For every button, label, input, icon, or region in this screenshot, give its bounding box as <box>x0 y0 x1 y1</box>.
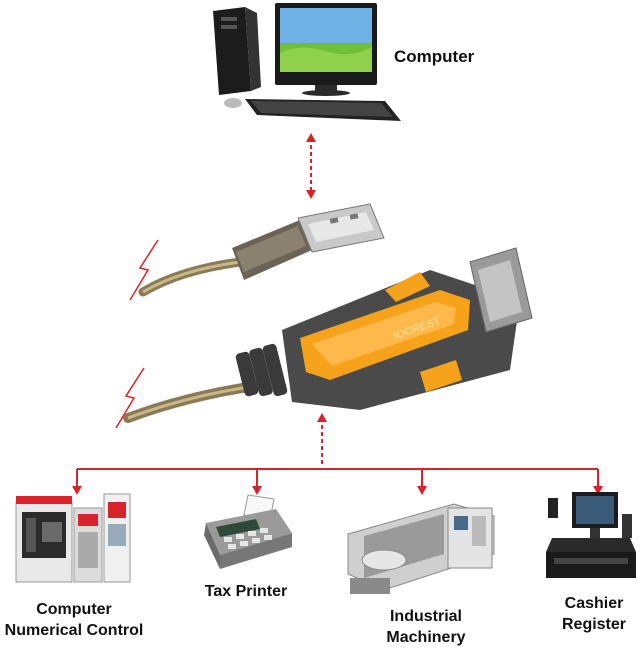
adapter-link-arrow <box>317 413 327 466</box>
device-drop-arrows <box>72 469 603 495</box>
device-label-tax-printer: Tax Printer <box>204 583 288 600</box>
device-label-cnc: Computer Numerical Control <box>4 601 144 639</box>
cashier-register-illustration <box>542 488 638 584</box>
cable-break-marks <box>115 239 159 429</box>
cnc-machine-illustration <box>12 488 134 588</box>
device-label-cashier-register: Cashier Register <box>561 595 627 633</box>
computer-label: Computer <box>394 47 475 66</box>
industrial-machinery-illustration <box>344 494 500 598</box>
tax-printer-illustration <box>198 493 296 571</box>
device-label-industrial-machinery: Industrial Machinery <box>386 608 466 646</box>
computer-illustration <box>205 3 405 133</box>
top-link-arrow <box>306 133 316 199</box>
